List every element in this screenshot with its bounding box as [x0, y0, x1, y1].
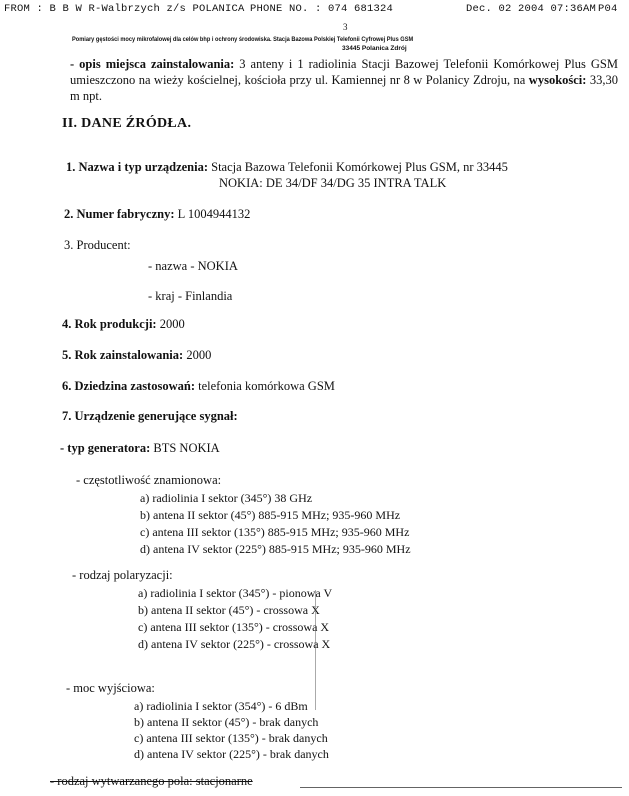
page-number: 3	[343, 22, 348, 32]
polarization-row: b) antena II sektor (45°) - crossowa X	[138, 603, 320, 617]
item-application: 6. Dziedzina zastosowań: telefonia komór…	[62, 379, 335, 394]
power-label: - moc wyjściowa:	[66, 681, 155, 695]
scan-artifact-line	[315, 590, 316, 710]
document-header-line1: Pomiary gęstości mocy mikrofalowej dla c…	[72, 36, 414, 43]
height-label: wysokości:	[528, 73, 587, 87]
item-serial-number: 2. Numer fabryczny: L 1004944132	[64, 207, 250, 222]
generator-label: - typ generatora:	[60, 441, 151, 455]
location-text: 3 anteny i 1 radiolinia Stacji Bazowej T…	[70, 57, 618, 87]
item-signal-generator: 7. Urządzenie generujące sygnał:	[62, 409, 238, 423]
item-install-label: 5. Rok zainstalowania:	[62, 348, 184, 362]
item-production-year: 4. Rok produkcji: 2000	[62, 317, 185, 332]
frequency-row: a) radiolinia I sektor (345°) 38 GHz	[140, 491, 313, 505]
frequency-label: - częstotliwość znamionowa:	[76, 473, 222, 487]
field-type: - rodzaj wytwarzanego pola: stacjonarne	[50, 774, 253, 788]
item-install-value: 2000	[186, 348, 212, 362]
item-application-label: 6. Dziedzina zastosowań:	[62, 379, 195, 393]
frequency-row: b) antena II sektor (45°) 885-915 MHz; 9…	[140, 508, 401, 522]
fax-sender: FROM : B B W R-Walbrzych z/s POLANICA	[4, 3, 245, 15]
item-production-value: 2000	[159, 317, 185, 331]
item-serial-value: L 1004944132	[177, 207, 251, 221]
power-row: d) antena IV sektor (225°) - brak danych	[134, 747, 329, 761]
document-header-line2: 33445 Polanica Zdrój	[342, 45, 407, 52]
location-description: - opis miejsca zainstalowania: 3 anteny …	[70, 56, 618, 104]
frequency-row: c) antena III sektor (135°) 885-915 MHz;…	[140, 525, 410, 539]
polarization-label: - rodzaj polaryzacji:	[72, 568, 173, 582]
polarization-row: c) antena III sektor (135°) - crossowa X	[138, 620, 330, 634]
fax-phone: PHONE NO. : 074 681324	[250, 3, 394, 15]
item-producer-label: 3. Producent:	[64, 238, 131, 252]
power-row: c) antena III sektor (135°) - brak danyc…	[134, 731, 328, 745]
power-row: b) antena II sektor (45°) - brak danych	[134, 715, 319, 729]
item-device-type: NOKIA: DE 34/DF 34/DG 35 INTRA TALK	[219, 176, 447, 190]
generator-type: - typ generatora: BTS NOKIA	[60, 441, 220, 456]
item-device-name-value: Stacja Bazowa Telefonii Komórkowej Plus …	[211, 160, 508, 174]
item-producer-name: - nazwa - NOKIA	[148, 259, 238, 273]
item-application-value: telefonia komórkowa GSM	[198, 379, 335, 393]
item-production-label: 4. Rok produkcji:	[62, 317, 157, 331]
underline-rule	[300, 787, 622, 788]
power-row: a) radiolinia I sektor (354°) - 6 dBm	[134, 699, 308, 713]
fax-page: P04	[598, 3, 618, 15]
item-device-name-label: 1. Nazwa i typ urządzenia:	[66, 160, 208, 174]
item-serial-label: 2. Numer fabryczny:	[64, 207, 175, 221]
height-value: 33,30 m npt.	[70, 73, 619, 103]
frequency-row: d) antena IV sektor (225°) 885-915 MHz; …	[140, 542, 411, 556]
item-producer-country: - kraj - Finlandia	[148, 289, 233, 303]
item-device-name: 1. Nazwa i typ urządzenia: Stacja Bazowa…	[66, 160, 508, 175]
fax-datetime: Dec. 02 2004 07:36AM	[466, 3, 597, 15]
polarization-row: d) antena IV sektor (225°) - crossowa X	[138, 637, 331, 651]
generator-value: BTS NOKIA	[153, 441, 220, 455]
location-label: - opis miejsca zainstalowania:	[70, 57, 235, 71]
polarization-row: a) radiolinia I sektor (345°) - pionowa …	[138, 586, 333, 600]
section-title: II. DANE ŹRÓDŁA.	[62, 116, 192, 131]
item-install-year: 5. Rok zainstalowania: 2000	[62, 348, 211, 363]
